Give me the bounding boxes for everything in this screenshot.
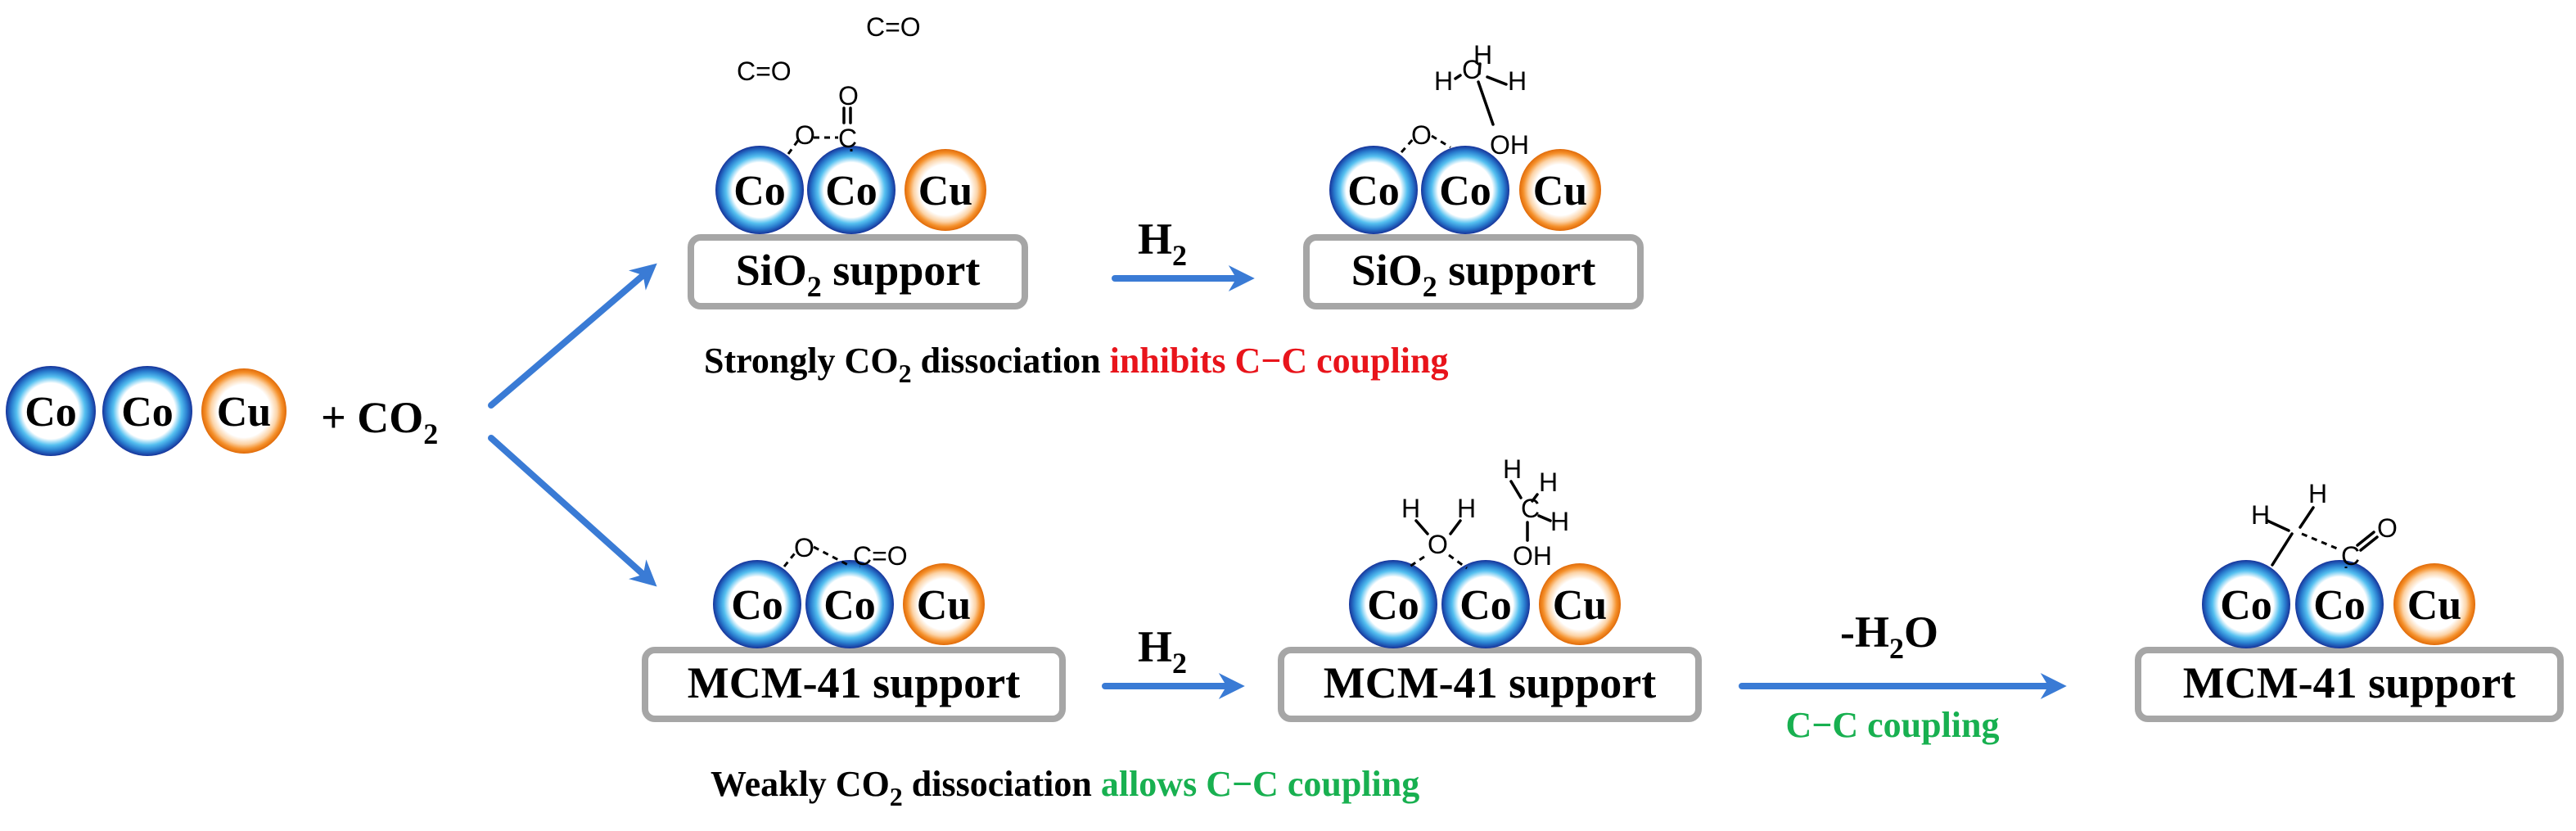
h-atom: H xyxy=(2308,479,2327,508)
cu-atom: Cu xyxy=(201,368,286,454)
sio2-suffix: support xyxy=(1437,246,1596,295)
h-atom: H xyxy=(1539,467,1558,497)
co-label: Co xyxy=(2313,582,2366,629)
oh-group: OH xyxy=(1490,130,1529,160)
cu-label: Cu xyxy=(1553,582,1607,629)
c-atom: C xyxy=(838,124,857,153)
h-atom: H xyxy=(1434,66,1453,96)
h-atom: H xyxy=(1401,494,1420,523)
co-label: Co xyxy=(1439,168,1491,215)
plus-co2-sub: 2 xyxy=(423,418,438,450)
o-atom: O xyxy=(1428,530,1448,559)
plus-co2-main: + CO xyxy=(321,393,423,442)
caption-bottom-prefix: Weakly CO xyxy=(711,764,890,804)
co-label: Co xyxy=(823,582,876,629)
mcm41-state-dissociated: MCM-41 support Co Co Cu O C=O xyxy=(642,533,1066,722)
o-adatom: O xyxy=(1411,120,1432,150)
h2-sub: 2 xyxy=(1172,647,1187,680)
minus-h2o-suffix: O xyxy=(1904,607,1938,657)
caption-top-prefix: Strongly CO xyxy=(704,341,899,381)
sio2-support-label: SiO2 support xyxy=(736,246,981,303)
h2-main: H xyxy=(1138,622,1172,671)
h-atom: H xyxy=(2251,500,2270,530)
caption-bottom: Weakly CO2 dissociation allows C−C coupl… xyxy=(711,764,1419,811)
mcm41-support-label: MCM-41 support xyxy=(688,658,1020,707)
h-atom: H xyxy=(1550,507,1569,536)
co-label: Co xyxy=(25,389,77,436)
co-label: Co xyxy=(1459,582,1512,629)
co-label: Co xyxy=(1367,582,1419,629)
h-atom: H xyxy=(1473,40,1492,70)
minus-h2o-reagent: -H2O xyxy=(1840,607,1938,665)
h-atom: H xyxy=(1508,66,1527,96)
c-atom: C xyxy=(2341,541,2360,571)
co-label: Co xyxy=(121,389,174,436)
mcm41-support-box xyxy=(2135,647,2564,722)
mcm41-state-coupled: MCM-41 support Co Co Cu H H C O xyxy=(2135,479,2564,722)
sio2-prefix: SiO xyxy=(1351,246,1423,295)
sio2-suffix: support xyxy=(822,246,981,295)
caption-top: Strongly CO2 dissociation inhibits C−C c… xyxy=(704,341,1448,388)
o-adatom: O xyxy=(795,120,815,150)
co-label: Co xyxy=(2220,582,2272,629)
sio2-support-box xyxy=(688,234,1028,309)
mcm41-support-box xyxy=(1278,647,1702,722)
cu-label: Cu xyxy=(2407,582,2461,629)
co-atom: Co xyxy=(6,366,96,456)
mcm41-state-hydrogenated: MCM-41 support Co Co Cu H H O H H H C OH xyxy=(1278,454,1702,722)
sio2-support-box xyxy=(1303,234,1644,309)
c-atom: C xyxy=(1521,494,1540,523)
mcm41-support-box xyxy=(642,647,1066,722)
minus-h2o-main: -H xyxy=(1840,607,1889,657)
co-label: Co xyxy=(825,168,877,215)
caption-top-sub: 2 xyxy=(899,359,912,388)
co-atom: Co xyxy=(102,366,192,456)
o-atom: O xyxy=(838,81,859,111)
sio2-state-hydrogenated: SiO2 support Co Co Cu O C H H H OH xyxy=(1303,40,1644,309)
branch-arrow-up xyxy=(488,263,657,409)
sio2-sub: 2 xyxy=(1423,270,1437,303)
co-adsorbed: C=O xyxy=(853,541,908,571)
h2-reagent-bottom: H2 xyxy=(1138,622,1187,680)
cc-coupling-label: C−C coupling xyxy=(1785,705,1999,745)
c-atom: C xyxy=(1462,55,1481,84)
plus-co2: + CO2 xyxy=(321,393,438,450)
h2-sub: 2 xyxy=(1172,239,1187,272)
branch-arrow-down xyxy=(488,435,657,587)
caption-top-mid: dissociation xyxy=(912,341,1110,381)
sio2-prefix: SiO xyxy=(736,246,807,295)
h-atom: H xyxy=(1457,494,1476,523)
cu-label: Cu xyxy=(1533,168,1587,215)
sio2-state-dissociated: SiO2 support Co Co Cu C=O C=O O C O xyxy=(688,12,1028,309)
sio2-sub: 2 xyxy=(807,270,822,303)
cu-label: Cu xyxy=(217,389,271,436)
cu-label: Cu xyxy=(917,582,971,629)
o-atom: O xyxy=(2377,513,2398,543)
reactant-cluster: Co Co Cu xyxy=(6,366,286,456)
caption-top-highlight: inhibits C−C coupling xyxy=(1110,341,1449,381)
caption-bottom-sub: 2 xyxy=(890,782,903,811)
o-adatom: O xyxy=(794,533,814,562)
oh-group: OH xyxy=(1513,541,1552,571)
sio2-support-label: SiO2 support xyxy=(1351,246,1596,303)
h-atom: H xyxy=(1503,454,1522,484)
cu-label: Cu xyxy=(918,168,972,215)
mcm41-support-label: MCM-41 support xyxy=(1324,658,1656,707)
minus-h2o-sub: 2 xyxy=(1889,632,1904,665)
h2-main: H xyxy=(1138,215,1172,264)
co-label: Co xyxy=(733,168,786,215)
caption-bottom-highlight: allows C−C coupling xyxy=(1101,764,1419,804)
caption-bottom-mid: dissociation xyxy=(903,764,1101,804)
free-co: C=O xyxy=(866,12,921,42)
mcm41-support-label: MCM-41 support xyxy=(2183,658,2515,707)
h2-reagent-top: H2 xyxy=(1138,215,1187,272)
co-label: Co xyxy=(1347,168,1400,215)
co-label: Co xyxy=(731,582,783,629)
free-co: C=O xyxy=(737,56,792,86)
